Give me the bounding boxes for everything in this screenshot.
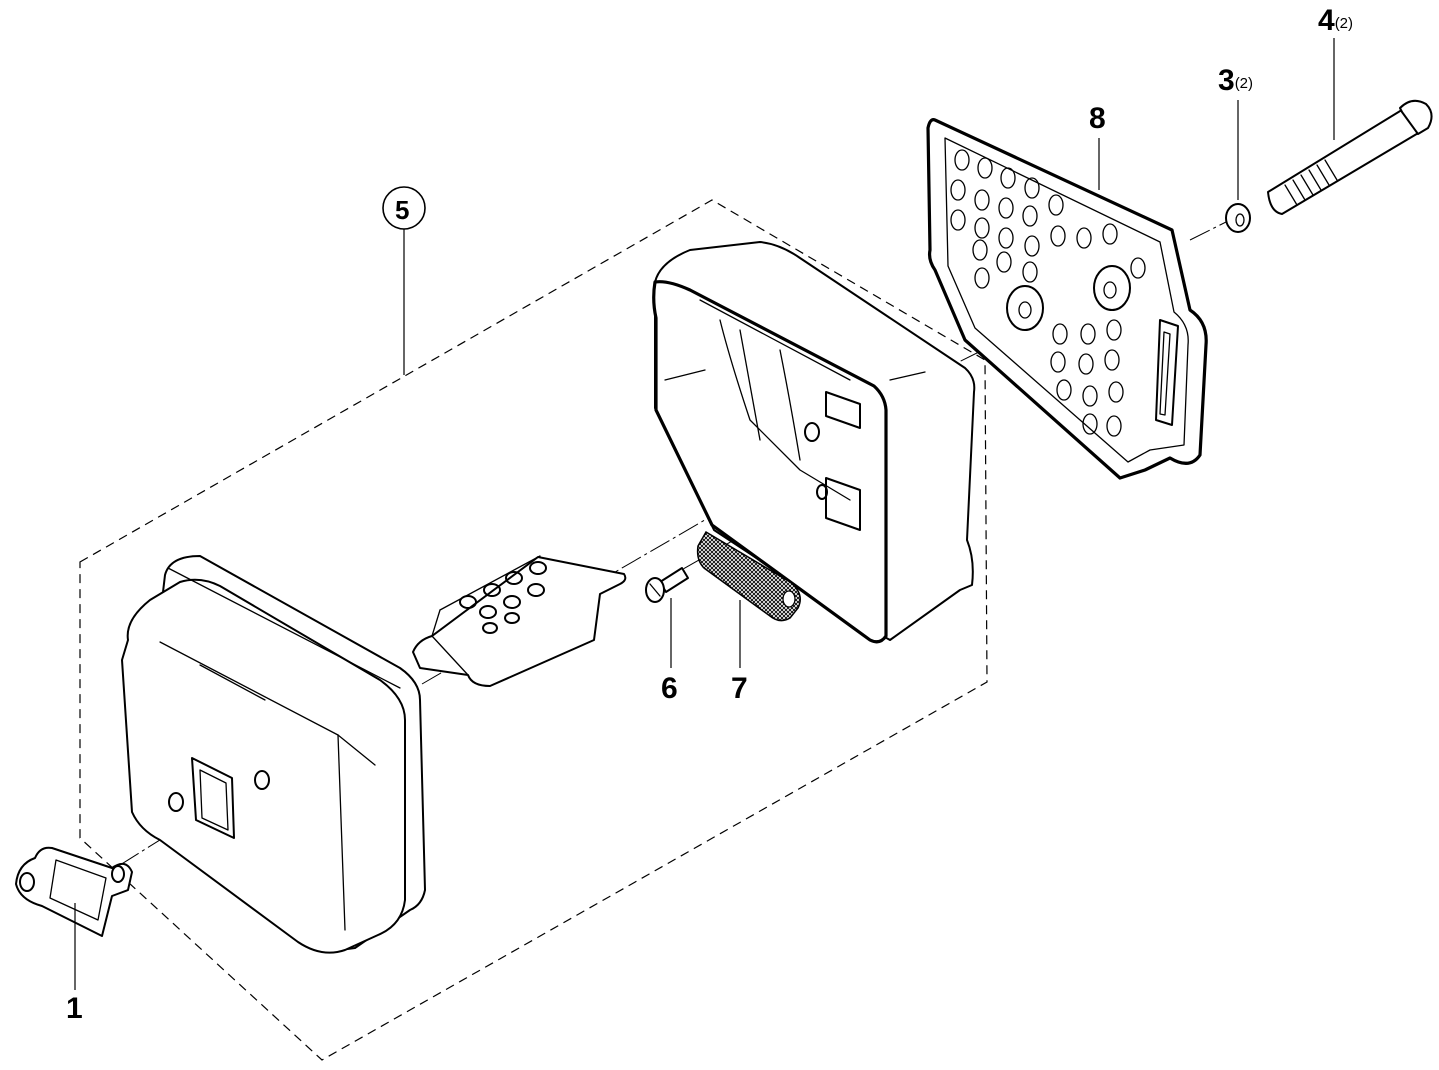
callout-5: 5 (395, 195, 409, 225)
callout-5-circle (382, 186, 426, 230)
heat-shield-holes (950, 149, 1146, 437)
part-6-screw (645, 567, 689, 603)
callout-4: 4(2) (1318, 4, 1353, 37)
part-8-heat-shield (926, 118, 1208, 480)
callout-7: 7 (731, 672, 748, 705)
muffler-rear-housing (652, 241, 976, 644)
muffler-front-housing (121, 555, 426, 954)
callout-6: 6 (661, 672, 678, 705)
heat-shield-bosses (1006, 265, 1131, 331)
callout-3: 3(2) (1218, 64, 1253, 97)
leader-lines (74, 38, 1335, 990)
part-1-gasket (15, 846, 133, 937)
muffler-baffle (412, 555, 627, 687)
assembly-5-boundary (79, 199, 988, 1061)
part-7-spark-screen (696, 530, 801, 622)
callout-8: 8 (1089, 102, 1106, 135)
callout-1: 1 (66, 992, 83, 1025)
part-3-washer (1225, 203, 1251, 233)
part-4-bolt (1267, 99, 1433, 215)
callout-labels: 1 3(2) 4(2) 5 6 7 8 (66, 4, 1353, 1025)
